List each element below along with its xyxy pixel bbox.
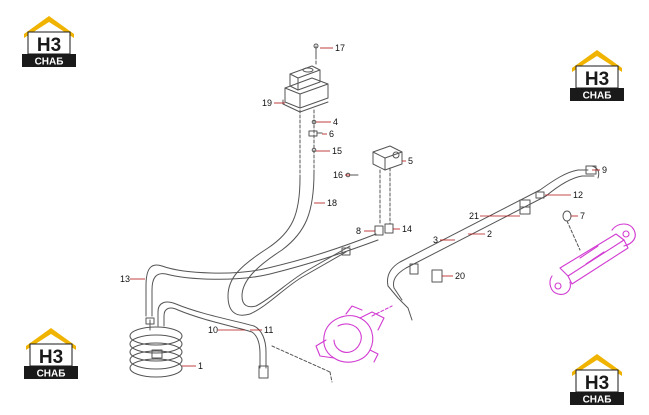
callout-8: 8 [356,226,361,236]
callout-11: 11 [264,325,273,335]
callout-16: 16 [333,170,343,180]
cap-screw [313,43,319,57]
fitting-7 [562,210,581,251]
logo-letters: H3 [585,373,609,394]
brand-logo-bottom-right: H3 CHAБ [568,352,626,406]
clamp-21 [519,199,531,215]
callout-2: 2 [487,229,492,239]
logo-wordmark: CHAБ [35,57,64,68]
logo-wordmark: CHAБ [37,369,66,380]
slave-cylinder-highlighted [549,223,636,295]
callout-21: 21 [469,211,479,221]
logo-wordmark: CHAБ [583,91,612,102]
logo-icon: H3 CHAБ [570,354,624,406]
callout-3: 3 [433,235,438,245]
hose-13 [145,233,379,317]
callout-20: 20 [455,271,465,281]
callout-9: 9 [602,165,607,175]
callout-12: 12 [573,190,583,200]
callout-19: 19 [262,98,272,108]
logo-icon: H3 CHAБ [22,16,76,68]
coil-tube [129,317,183,378]
brand-logo-top-left: H3 CHAБ [20,14,78,68]
callout-13: 13 [120,274,130,284]
callout-18: 18 [327,198,337,208]
fitting-15 [311,147,317,153]
fitting-6 [308,130,323,137]
callout-4: 4 [333,117,338,127]
logo-letters: H3 [37,35,61,56]
callout-labels: 17 19 4 6 15 5 16 18 9 12 7 21 2 3 8 14 … [120,43,607,371]
callout-15: 15 [332,146,342,156]
brand-logo-bottom-left: H3 CHAБ [22,326,80,380]
hose-18 [227,171,351,316]
clamp-small [341,247,351,256]
reservoir-tank [282,65,329,113]
callout-1: 1 [198,361,203,371]
fitting-12 [535,191,545,199]
callout-17: 17 [335,43,345,53]
brand-logo-top-right: H3 CHAБ [568,48,626,102]
fitting-8 [374,225,384,236]
clamp-20 [409,263,443,283]
end-fitting-lower [258,365,269,379]
master-cylinder-highlighted [315,305,393,363]
fitting-4 [311,119,317,125]
logo-letters: H3 [39,347,63,368]
callout-5: 5 [408,156,413,166]
valve-block [372,145,403,225]
logo-icon: H3 CHAБ [24,328,78,380]
callout-14: 14 [402,224,412,234]
logo-icon: H3 CHAБ [570,50,624,102]
hose-10-11 [157,301,267,369]
logo-wordmark: CHAБ [583,395,612,406]
callout-6: 6 [329,129,334,139]
brake-lines [387,165,600,321]
callout-10: 10 [208,325,218,335]
callout-7: 7 [580,211,585,221]
fitting-14 [384,223,394,234]
logo-letters: H3 [585,69,609,90]
